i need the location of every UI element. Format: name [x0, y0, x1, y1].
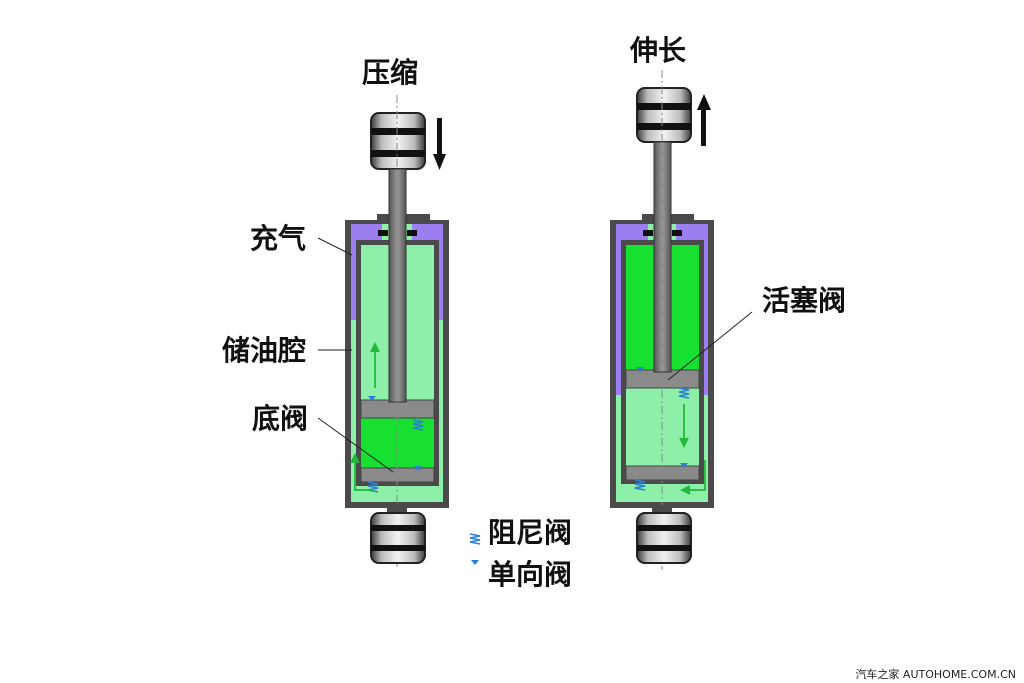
compression-title: 压缩: [362, 56, 418, 89]
compression-absorber: [317, 95, 449, 570]
legend-check-valve: 单向阀: [488, 558, 572, 591]
spring-valve-icon: [469, 533, 481, 545]
bottom-mount-bushing: [636, 505, 692, 564]
top-mount-bushing: [370, 112, 426, 170]
top-mount-bushing: [636, 87, 692, 143]
reservoir-label: 储油腔: [222, 334, 306, 367]
piston-valve-label: 活塞阀: [762, 284, 846, 317]
extension-title: 伸长: [629, 34, 686, 67]
legend-damping-valve: 阻尼阀: [488, 516, 572, 549]
up-arrow-icon: [697, 94, 711, 146]
watermark: 汽车之家 AUTOHOME.COM.CN: [855, 667, 1016, 681]
flow-arrows: [679, 404, 706, 495]
extension-absorber: [610, 70, 753, 570]
flow-arrows: [350, 341, 380, 491]
gas-label: 充气: [250, 222, 306, 255]
triangle-valve-icon: [471, 560, 479, 565]
base-valve-label: 底阀: [252, 402, 308, 435]
legend: 阻尼阀 单向阀: [469, 516, 572, 591]
bottom-mount-bushing: [370, 505, 426, 564]
down-arrow-icon: [433, 118, 446, 170]
